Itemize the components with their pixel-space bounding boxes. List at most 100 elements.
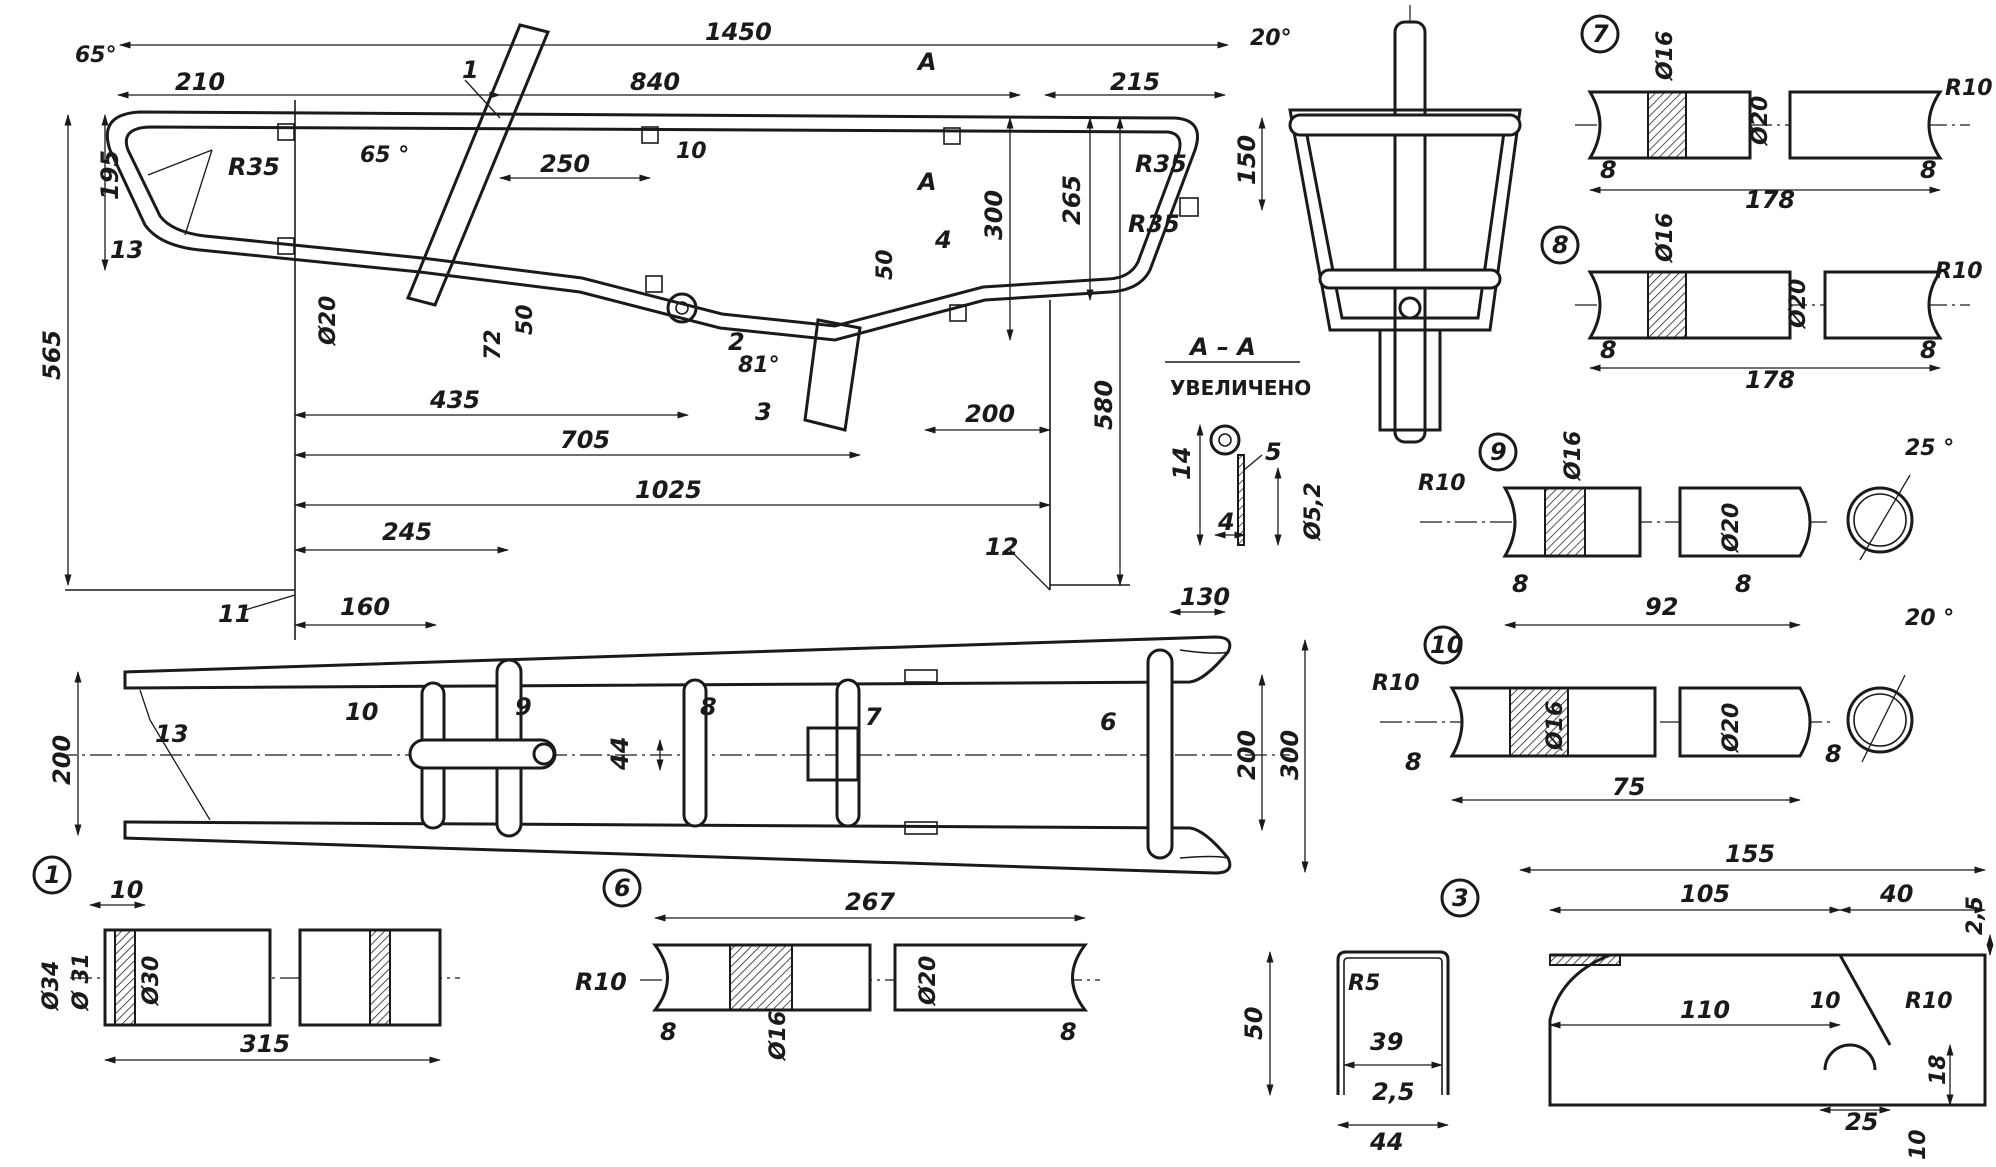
detail-10-angle: 20 ° — [1905, 606, 1954, 631]
bracket-plan — [806, 726, 860, 782]
detail-3-d25c: 25 — [1845, 1108, 1878, 1136]
front-seat-tube — [1393, 20, 1427, 444]
detail-3-d18: 18 — [1926, 1054, 1951, 1085]
detail-3-len155: 155 — [1725, 840, 1775, 868]
detail-9-end-view — [1846, 486, 1914, 554]
detail-10-phi20: Ø20 — [1719, 703, 1744, 754]
detail-9-number: 9 — [1490, 438, 1507, 466]
detail-8-number: 8 — [1552, 231, 1569, 259]
plan-label-9: 9 — [515, 693, 532, 721]
detail-3-d110: 110 — [1680, 996, 1730, 1024]
lug — [277, 123, 295, 141]
detail-1-phi30: Ø30 — [139, 956, 164, 1007]
front-view — [1288, 5, 1522, 444]
detail-10-r10: R10 — [1372, 671, 1420, 696]
bracket-3 — [803, 318, 862, 432]
dim-angle-65-inner: 65 ° — [360, 143, 409, 168]
plan-view: 130 245 160 200 200 300 44 13 10 9 8 7 6 — [48, 518, 1309, 875]
detail-6-d8a: 8 — [660, 1018, 677, 1046]
detail-7-phi20: Ø20 — [1748, 96, 1773, 147]
detail-9-r10: R10 — [1418, 471, 1466, 496]
detail-9-phi20: Ø20 — [1719, 503, 1744, 554]
node-2 — [666, 292, 698, 324]
plan-rail-top — [123, 635, 1232, 690]
detail-9-d8b: 8 — [1735, 570, 1752, 598]
detail-8-d8b: 8 — [1920, 336, 1937, 364]
detail-6-number: 6 — [614, 874, 631, 902]
detail-10-end-view — [1846, 686, 1914, 754]
detail-3-d10b: 10 — [1906, 1129, 1931, 1160]
dim-r35-b: R35 — [1135, 150, 1187, 178]
detail-6: 6 267 R10 8 8 Ø16 Ø20 — [575, 868, 1100, 1062]
lug — [1179, 197, 1199, 217]
dim-150: 150 — [1233, 135, 1261, 185]
dim-580: 580 — [1090, 380, 1118, 430]
cross-tube-7 — [835, 678, 861, 828]
detail-7-d8b: 8 — [1920, 156, 1937, 184]
detail-6-len: 267 — [845, 888, 895, 916]
detail-3-r10: R10 — [1905, 989, 1953, 1014]
lug — [949, 304, 967, 322]
cross-tube-8 — [682, 678, 708, 828]
dim-200: 200 — [965, 400, 1015, 428]
detail-10-len: 75 — [1612, 773, 1645, 801]
frame-tube-outer — [105, 110, 1199, 342]
detail-3-d50: 50 — [1240, 1007, 1268, 1040]
plan-dim-160: 160 — [340, 593, 390, 621]
part-label-2: 2 — [728, 328, 745, 356]
detail-6-d8b: 8 — [1060, 1018, 1077, 1046]
section-a-a: А – А УВЕЛИЧЕНО 5 14 4 Ø5,2 — [1165, 333, 1326, 547]
section-dim-14: 14 — [1168, 447, 1196, 480]
detail-9-phi16: Ø16 — [1561, 431, 1586, 482]
detail-1-len: 315 — [240, 1030, 290, 1058]
detail-10-d8b: 8 — [1825, 740, 1842, 768]
detail-6-r10: R10 — [575, 968, 627, 996]
part-label-1: 1 — [462, 56, 479, 84]
detail-1: 1 10 315 Ø34 Ø 31 Ø30 — [32, 855, 460, 1064]
dim-1025: 1025 — [635, 476, 702, 504]
detail-10-number: 10 — [1430, 631, 1463, 659]
detail-10-d8a: 8 — [1405, 748, 1422, 776]
dim-565: 565 — [38, 330, 66, 380]
lug — [641, 126, 659, 144]
part-label-11: 11 — [218, 600, 251, 628]
plan-label-13: 13 — [155, 720, 188, 748]
detail-3-d25: 2,5 — [1372, 1078, 1415, 1106]
detail-7-number: 7 — [1592, 20, 1609, 48]
front-frame — [1288, 108, 1522, 332]
detail-10: 10 8 8 75 Ø16 Ø20 R10 20 ° — [1372, 606, 1954, 804]
dim-r35-c: R35 — [1128, 210, 1180, 238]
plan-dim-245: 245 — [382, 518, 432, 546]
detail-3-d10: 10 — [1810, 989, 1841, 1014]
lug — [277, 237, 295, 255]
detail-8-d8a: 8 — [1600, 336, 1617, 364]
side-view: 1 2 3 4 12 11 13 1450 65° 20° 210 840 21… — [38, 18, 1292, 640]
part-label-12: 12 — [985, 533, 1018, 561]
dim-250: 250 — [540, 150, 590, 178]
dim-10: 10 — [676, 139, 707, 164]
detail-7-len: 178 — [1745, 186, 1795, 214]
lug — [943, 127, 961, 145]
plan-rail-bottom — [123, 820, 1232, 875]
lug — [645, 275, 663, 293]
detail-7-phi16: Ø16 — [1653, 31, 1678, 82]
dim-angle-65: 65° — [75, 43, 117, 68]
dim-300: 300 — [980, 190, 1008, 240]
detail-3-d44: 44 — [1369, 1128, 1403, 1156]
dim-215: 215 — [1110, 68, 1160, 96]
detail-3-r5: R5 — [1348, 971, 1380, 996]
section-mark-bottom: А — [916, 168, 937, 196]
part-label-4: 4 — [934, 226, 952, 254]
seat-tube-1 — [405, 23, 551, 307]
dim-210: 210 — [175, 68, 225, 96]
section-label-5: 5 — [1265, 438, 1282, 466]
detail-8-len: 178 — [1745, 366, 1795, 394]
frame-tube-inner — [124, 125, 1182, 328]
plan-label-6: 6 — [1100, 708, 1117, 736]
cross-tube-6 — [1146, 648, 1174, 860]
dim-840: 840 — [630, 68, 680, 96]
dim-angle-81: 81° — [738, 353, 780, 378]
section-note: УВЕЛИЧЕНО — [1170, 376, 1311, 400]
detail-1-phi34: Ø34 — [39, 961, 64, 1012]
dim-phi20: Ø20 — [316, 296, 341, 347]
